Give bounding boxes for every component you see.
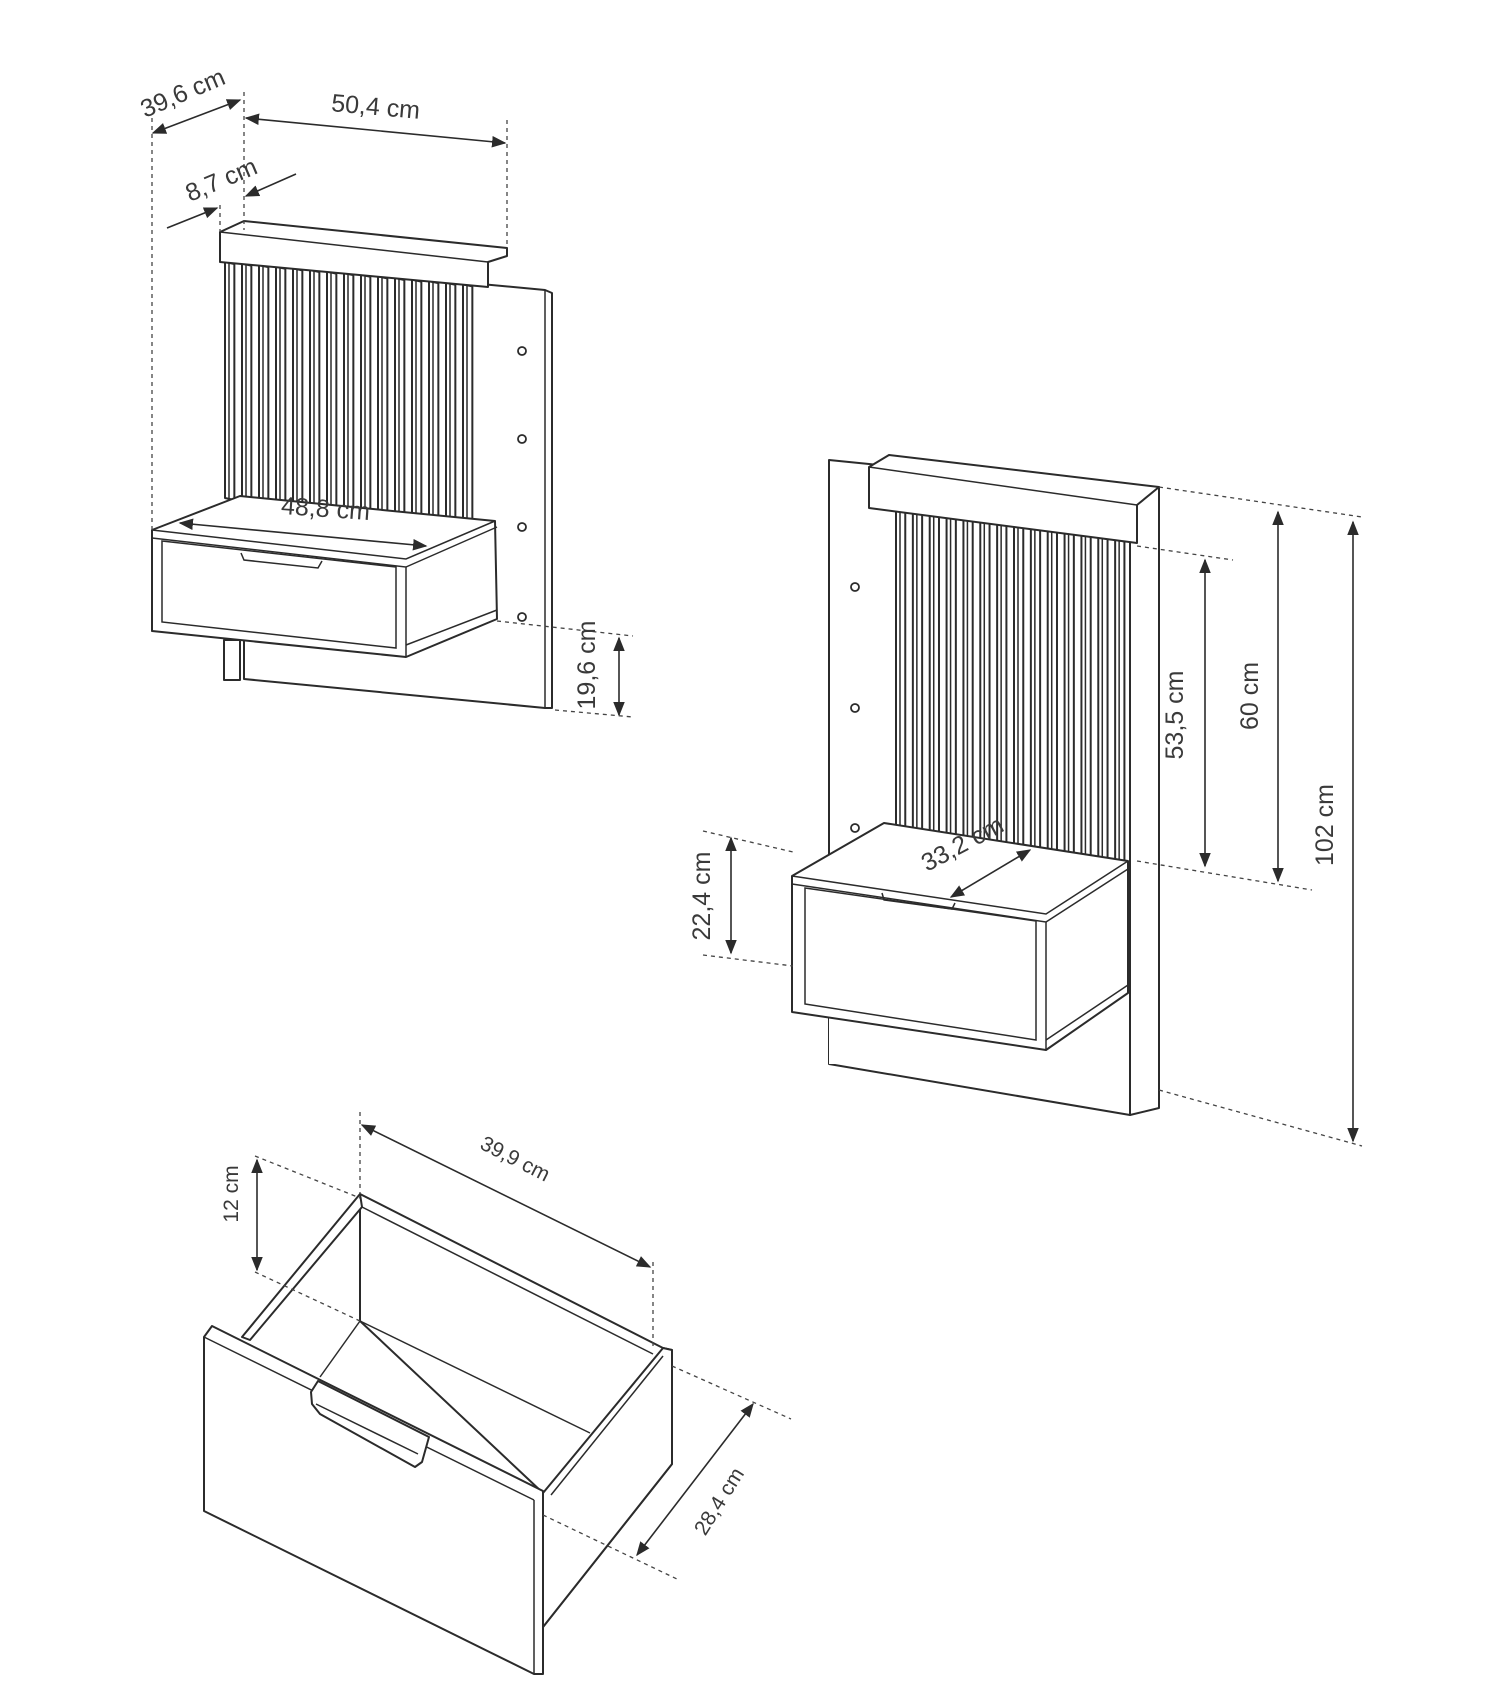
dimension-label-width: 50,4 cm (330, 89, 421, 125)
dimension-label-slat-depth: 8,7 cm (181, 152, 261, 207)
mounting-holes (517, 346, 527, 622)
dimension-label-drawer-height: 12 cm (220, 1165, 243, 1222)
mounting-holes (850, 582, 860, 833)
support-leg (223, 639, 241, 681)
dimension-label-drawer-width: 39,9 cm (476, 1132, 553, 1186)
dimension-label-slat-height: 53,5 cm (1161, 671, 1189, 760)
drawer-left-side (241, 1193, 363, 1341)
dimension-label-box-height: 22,4 cm (688, 852, 716, 941)
panel-side-edge (1129, 486, 1160, 1116)
drawer-handle (881, 892, 956, 910)
dimension-label-total-height: 102 cm (1311, 784, 1339, 866)
top-cap (219, 220, 508, 288)
drawer-handle (240, 552, 323, 569)
support-block (829, 990, 839, 1064)
nightstand-unit-front-right (791, 454, 1160, 1116)
shelf-box (791, 822, 1129, 1051)
dimension-label-bottom-height: 19,6 cm (573, 621, 601, 710)
dimension-label-shelf-width: 48,8 cm (280, 492, 371, 526)
slats (224, 261, 474, 522)
nightstand-unit-front-left (151, 220, 553, 709)
dimension-label-depth: 39,6 cm (136, 63, 229, 124)
drawer-detail (203, 1193, 673, 1675)
drawer-front (161, 540, 397, 649)
drawer-front-panel (203, 1325, 544, 1675)
drawer-front (804, 887, 1037, 1041)
dimension-label-upper-height: 60 cm (1236, 662, 1264, 730)
